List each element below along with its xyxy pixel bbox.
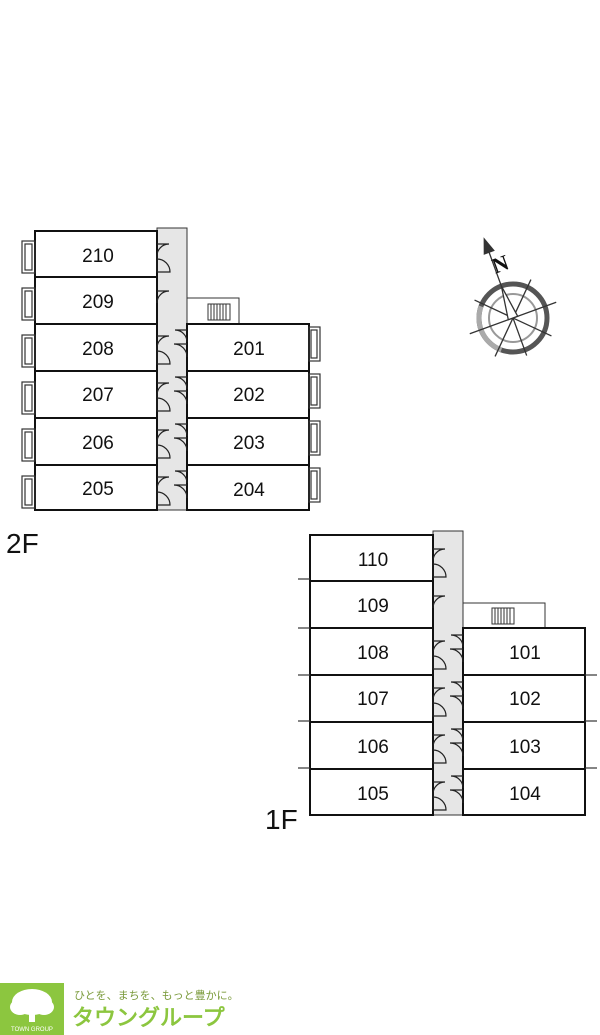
logo-name: タウングループ [72,1005,226,1031]
unit-label: 205 [82,479,114,500]
unit-210: 210 [34,230,158,278]
unit-label: 201 [233,339,265,360]
unit-105: 105 [309,768,434,816]
unit-label: 204 [233,480,265,501]
unit-204: 204 [186,464,310,511]
balcony-ticks-1f-right [585,674,597,769]
balcony-ticks-1f-left [298,578,310,769]
unit-label: 107 [357,689,389,710]
unit-label: 106 [357,737,389,758]
unit-208: 208 [34,323,158,372]
doors-1f [432,548,464,811]
unit-label: 108 [357,643,389,664]
unit-label: 109 [357,596,389,617]
compass-icon: N [469,237,557,357]
corridor-1f [432,530,464,816]
unit-label: 202 [233,385,265,406]
unit-108: 108 [309,627,434,676]
unit-label: 110 [358,550,388,571]
unit-209: 209 [34,276,158,325]
unit-202: 202 [186,370,310,419]
doors-2f [156,243,188,506]
unit-label: 101 [509,643,541,664]
unit-206: 206 [34,417,158,466]
unit-label: 209 [82,292,114,313]
compass-north-label: N [489,249,513,278]
town-group-logo: TOWN GROUP ひとを、まちを、もっと豊かに。 タウングループ [0,983,239,1035]
unit-label: 203 [233,433,265,454]
unit-label: 207 [82,385,114,406]
unit-201: 201 [186,323,310,372]
unit-101: 101 [462,627,586,676]
corridor-2f [156,227,188,511]
unit-label: 208 [82,339,114,360]
unit-205: 205 [34,464,158,511]
floor-1f: 110 109 108 107 106 105 [265,530,597,835]
floor-2f: 210 209 208 207 206 205 [6,227,321,559]
unit-label: 210 [82,246,114,267]
unit-104: 104 [462,768,586,816]
stairs-icon [491,607,515,625]
unit-label: 105 [357,784,389,805]
unit-label: 104 [509,784,541,805]
unit-label: 102 [509,689,541,710]
unit-label: 103 [509,737,541,758]
tree-logo-icon: TOWN GROUP [0,983,64,1035]
unit-109: 109 [309,580,434,629]
unit-207: 207 [34,370,158,419]
unit-203: 203 [186,417,310,466]
unit-110: 110 [309,534,434,582]
unit-103: 103 [462,721,586,770]
unit-label: 206 [82,433,114,454]
floor-label-2f: 2F [6,528,39,559]
unit-102: 102 [462,674,586,723]
logo-small-text: TOWN GROUP [11,1027,53,1033]
unit-106: 106 [309,721,434,770]
logo-tagline: ひとを、まちを、もっと豊かに。 [74,989,239,1002]
balconies-2f-left [21,240,36,509]
stairs-icon [207,303,231,321]
floor-label-1f: 1F [265,804,298,835]
balconies-2f-right [308,326,321,503]
unit-107: 107 [309,674,434,723]
